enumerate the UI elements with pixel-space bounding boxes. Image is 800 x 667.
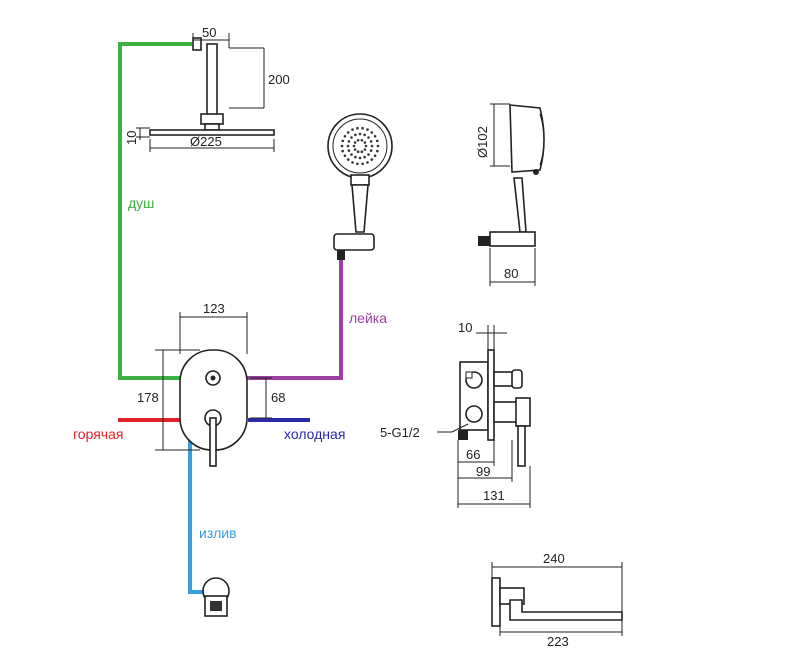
nozzle-hole <box>347 140 351 143</box>
dim-head-arm-width: 50 <box>202 25 216 40</box>
nozzle-hole <box>346 131 350 134</box>
dim-plate-width: 123 <box>203 301 225 316</box>
dim-holder-width: 80 <box>504 266 518 281</box>
shower-pipe <box>118 42 192 380</box>
dim-head-diameter: Ø225 <box>190 134 222 149</box>
hand-shower-front <box>327 113 393 260</box>
dim-body-66: 66 <box>466 447 480 462</box>
dim-body-131: 131 <box>483 488 505 503</box>
thread-callout: 5-G1/2 <box>380 425 420 440</box>
dim-spout-total: 240 <box>543 551 565 566</box>
dim-body-99: 99 <box>476 464 490 479</box>
nozzle-hole <box>358 132 362 136</box>
dim-hand-diameter: Ø102 <box>475 126 490 158</box>
mixer-side: 5-G1/2 10 66 99 131 <box>380 320 531 508</box>
dim-head-thickness: 10 <box>124 131 139 145</box>
handset-pipe <box>240 258 343 380</box>
nozzle-hole <box>366 161 369 164</box>
nozzle-hole <box>352 144 356 148</box>
nozzle-hole <box>350 153 353 156</box>
nozzle-hole <box>343 135 347 138</box>
nozzle-hole <box>367 136 370 139</box>
dim-outlet-offset: 68 <box>271 390 285 405</box>
nozzle-hole <box>367 153 370 156</box>
nozzle-hole <box>346 158 350 161</box>
nozzle-hole <box>353 148 357 151</box>
nozzle-hole <box>341 149 345 153</box>
shower-label: душ <box>128 195 154 211</box>
nozzle-hole <box>363 141 367 144</box>
overhead-shower: 50 200 10 Ø225 <box>124 25 290 152</box>
nozzle-hole <box>370 131 374 134</box>
cold-label: холодная <box>284 426 345 442</box>
nozzle-hole <box>361 126 364 130</box>
dim-body-depth: 10 <box>458 320 472 335</box>
nozzle-hole <box>373 135 377 138</box>
nozzle-hole <box>366 128 369 131</box>
nozzle-hole <box>364 144 368 148</box>
nozzle-hole <box>340 144 344 148</box>
nozzle-hole <box>350 136 353 139</box>
handset-label: лейка <box>349 310 387 326</box>
nozzle-hole <box>351 161 354 164</box>
nozzle-hole <box>360 139 364 142</box>
nozzle-hole <box>347 149 351 152</box>
hot-label: горячая <box>73 426 123 442</box>
dim-plate-height: 178 <box>137 390 159 405</box>
nozzle-hole <box>353 141 357 144</box>
nozzle-hole <box>370 144 374 148</box>
nozzle-hole <box>354 155 357 159</box>
nozzle-hole <box>370 158 374 161</box>
nozzle-hole <box>341 139 345 143</box>
nozzle-hole <box>346 144 350 148</box>
nozzle-hole <box>356 126 359 130</box>
nozzle-hole <box>351 128 354 131</box>
hand-shower-side: Ø102 80 <box>475 103 545 286</box>
nozzle-hole <box>363 133 366 137</box>
nozzle-hole <box>363 148 367 151</box>
nozzle-hole <box>343 154 347 157</box>
nozzle-hole <box>360 150 364 153</box>
nozzle-hole <box>354 133 357 137</box>
nozzle-hole <box>369 149 373 152</box>
nozzle-hole <box>356 162 359 166</box>
mixer-front: 123 178 68 <box>137 301 285 467</box>
spout-connector <box>202 577 230 617</box>
nozzle-hole <box>358 156 362 160</box>
dim-spout-reach: 223 <box>547 634 569 649</box>
nozzle-hole <box>376 144 380 148</box>
nozzle-hole <box>363 155 366 159</box>
nozzle-hole <box>376 139 379 143</box>
nozzle-hole <box>369 140 373 143</box>
nozzle-hole <box>361 162 364 166</box>
nozzle-hole <box>356 150 360 153</box>
dim-head-arm-length: 200 <box>268 72 290 87</box>
nozzle-hole <box>356 139 360 142</box>
spout-side: 240 223 <box>491 551 623 649</box>
nozzle-hole <box>376 149 379 153</box>
nozzle-hole <box>373 154 377 157</box>
spout-label: излив <box>199 525 237 541</box>
